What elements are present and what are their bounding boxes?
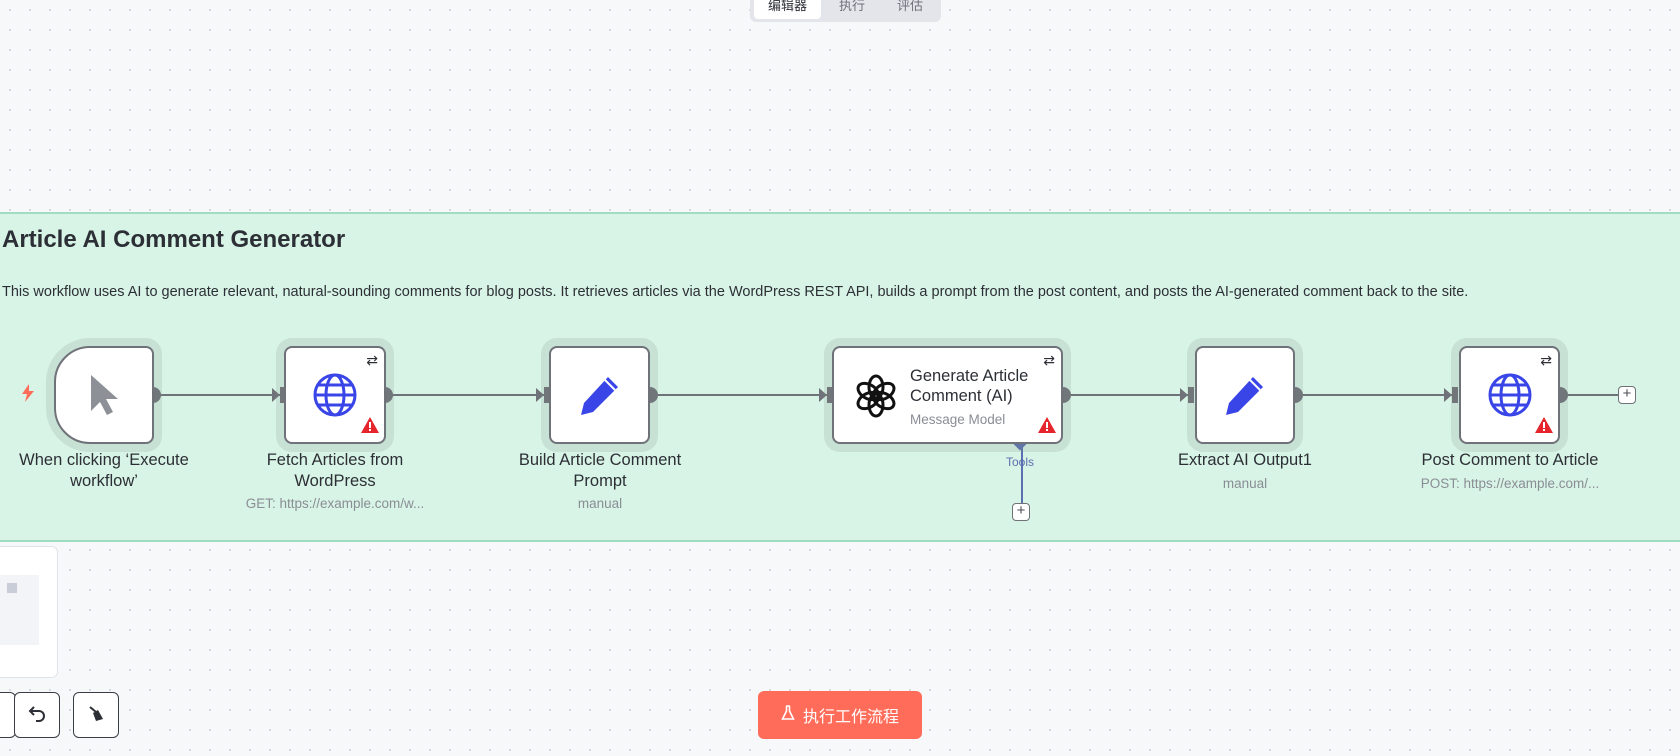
input-handle	[1452, 387, 1458, 403]
input-arrow	[536, 388, 544, 402]
globe-icon	[1487, 372, 1533, 418]
node-subtitle: manual	[577, 496, 623, 511]
node-subtitle: Message Model	[910, 412, 1006, 427]
input-handle	[827, 387, 833, 403]
execute-workflow-button[interactable]: 执行工作流程	[758, 691, 922, 739]
add-node-button[interactable]: +	[1618, 386, 1636, 404]
input-handle	[1188, 387, 1194, 403]
add-tool-button[interactable]: +	[1012, 503, 1030, 521]
tools-label: Tools	[1006, 455, 1035, 469]
input-arrow	[819, 388, 827, 402]
undo-button[interactable]	[14, 692, 60, 738]
side-panel	[0, 546, 58, 678]
node-label: Extract AI Output1	[1178, 451, 1312, 469]
execute-workflow-label: 执行工作流程	[802, 707, 899, 726]
tidy-up-button[interactable]	[73, 692, 119, 738]
node-subtitle: POST: https://example.com/...	[1420, 476, 1600, 491]
loop-icon: ⇄	[1043, 352, 1055, 368]
node-label: Post Comment to Article	[1421, 451, 1599, 469]
node-subtitle: manual	[1222, 476, 1268, 491]
warning-icon[interactable]	[361, 417, 379, 438]
cursor-icon	[87, 373, 121, 417]
node-manual-trigger[interactable]	[54, 346, 154, 444]
bolt-icon	[22, 384, 34, 402]
node-extract-output[interactable]	[1195, 346, 1295, 444]
node-fetch-articles[interactable]: ⇄	[284, 346, 386, 444]
openai-icon	[854, 374, 898, 418]
node-label: Build Article Comment Prompt	[518, 451, 682, 490]
pencil-icon	[1223, 373, 1267, 417]
flask-icon	[781, 705, 795, 725]
loop-icon: ⇄	[366, 352, 378, 368]
node-label: When clicking ‘Execute workflow’	[19, 451, 189, 490]
input-arrow	[1180, 388, 1188, 402]
node-build-prompt[interactable]	[549, 346, 650, 444]
input-handle	[280, 387, 286, 403]
undo-icon	[28, 704, 46, 727]
sticky-note-description: This workflow uses AI to generate releva…	[2, 284, 1469, 300]
pencil-icon	[578, 373, 622, 417]
warning-icon[interactable]	[1038, 417, 1056, 438]
globe-icon	[312, 372, 358, 418]
warning-icon[interactable]	[1535, 417, 1553, 438]
input-arrow	[1444, 388, 1452, 402]
stop-icon	[7, 583, 17, 593]
input-arrow	[272, 388, 280, 402]
node-title: Generate Article Comment (AI)	[910, 367, 1029, 405]
node-label: Fetch Articles from WordPress	[266, 451, 404, 490]
node-subtitle: GET: https://example.com/w...	[245, 496, 425, 511]
loop-icon: ⇄	[1540, 352, 1552, 368]
input-handle	[544, 387, 550, 403]
node-post-comment[interactable]: ⇄	[1459, 346, 1560, 444]
node-generate-comment[interactable]: ⇄ Generate Article Comment (AI) Message …	[832, 346, 1063, 444]
view-tabs: 编辑器 执行 评估	[750, 0, 942, 22]
broom-icon	[87, 704, 105, 727]
side-panel-item[interactable]	[0, 575, 39, 645]
tab-evaluations[interactable]: 评估	[897, 0, 924, 13]
tab-executions[interactable]: 执行	[839, 0, 866, 13]
sticky-note-title: Article AI Comment Generator	[2, 226, 346, 253]
tab-editor[interactable]: 编辑器	[754, 0, 822, 19]
